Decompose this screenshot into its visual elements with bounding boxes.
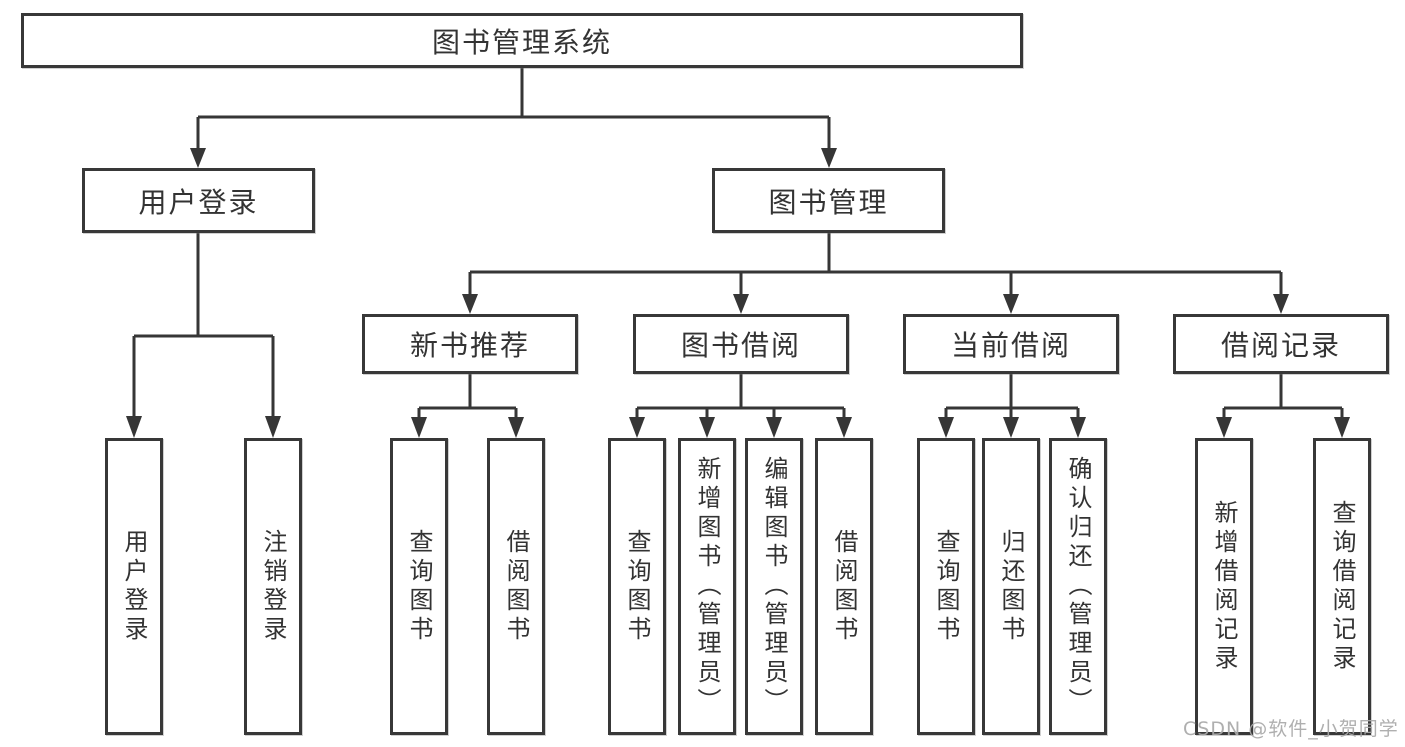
node-book-management-label: 图书管理 (768, 185, 889, 219)
node-new-book-recommend-label: 新书推荐 (409, 329, 530, 362)
leaf-add-borrow-record: 新增借阅记录 (1195, 438, 1253, 735)
leaf-query-books-current: 查询图书 (917, 438, 975, 735)
leaf-query-books-current-label: 查询图书 (932, 528, 960, 645)
leaf-user-login: 用户登录 (105, 438, 163, 735)
node-book-borrow-label: 图书借阅 (680, 329, 801, 362)
node-new-book-recommend: 新书推荐 (362, 314, 578, 374)
leaf-borrow-books-borrow: 借阅图书 (815, 438, 873, 735)
leaf-borrow-books-borrow-label: 借阅图书 (830, 528, 858, 645)
watermark-text: CSDN @软件_小贺同学 (1183, 718, 1399, 740)
leaf-logout: 注销登录 (244, 438, 302, 735)
leaf-query-books-borrow: 查询图书 (608, 438, 666, 735)
leaf-return-books-label: 归还图书 (997, 528, 1025, 645)
connector-current-borrow-children (938, 374, 1086, 438)
leaf-confirm-return-admin-label: 确认归还（管理员） (1064, 456, 1092, 717)
leaf-logout-label: 注销登录 (259, 528, 287, 645)
leaf-query-books-borrow-label: 查询图书 (623, 528, 651, 645)
leaf-query-books-recommend-label: 查询图书 (405, 528, 433, 645)
leaf-add-book-admin-label: 新增图书（管理员） (693, 456, 721, 717)
node-user-login-label: 用户登录 (138, 185, 259, 219)
connector-root-to-level2 (190, 68, 837, 168)
node-root-label: 图书管理系统 (431, 25, 612, 59)
leaf-query-borrow-record-label: 查询借阅记录 (1328, 499, 1356, 674)
leaf-query-books-recommend: 查询图书 (390, 438, 448, 735)
node-book-management: 图书管理 (712, 168, 945, 233)
leaf-query-borrow-record: 查询借阅记录 (1313, 438, 1371, 735)
node-borrow-records-label: 借阅记录 (1220, 329, 1341, 362)
leaf-add-book-admin: 新增图书（管理员） (678, 438, 736, 735)
connector-borrow-records-children (1216, 374, 1350, 438)
leaf-user-login-label: 用户登录 (120, 528, 148, 645)
node-current-borrow: 当前借阅 (903, 314, 1119, 374)
connector-user-login-children (126, 233, 281, 438)
leaf-edit-book-admin-label: 编辑图书（管理员） (760, 456, 788, 717)
leaf-borrow-books-recommend-label: 借阅图书 (502, 528, 530, 645)
connector-book-borrow-children (629, 374, 852, 438)
leaf-add-borrow-record-label: 新增借阅记录 (1210, 499, 1238, 674)
node-book-borrow: 图书借阅 (633, 314, 849, 374)
connector-book-management-children (462, 233, 1289, 314)
leaf-confirm-return-admin: 确认归还（管理员） (1049, 438, 1107, 735)
node-user-login: 用户登录 (82, 168, 315, 233)
node-root: 图书管理系统 (21, 13, 1023, 68)
leaf-borrow-books-recommend: 借阅图书 (487, 438, 545, 735)
leaf-return-books: 归还图书 (982, 438, 1040, 735)
leaf-edit-book-admin: 编辑图书（管理员） (745, 438, 803, 735)
node-borrow-records: 借阅记录 (1173, 314, 1389, 374)
node-current-borrow-label: 当前借阅 (950, 329, 1071, 362)
connector-new-book-recommend-children (411, 374, 524, 438)
